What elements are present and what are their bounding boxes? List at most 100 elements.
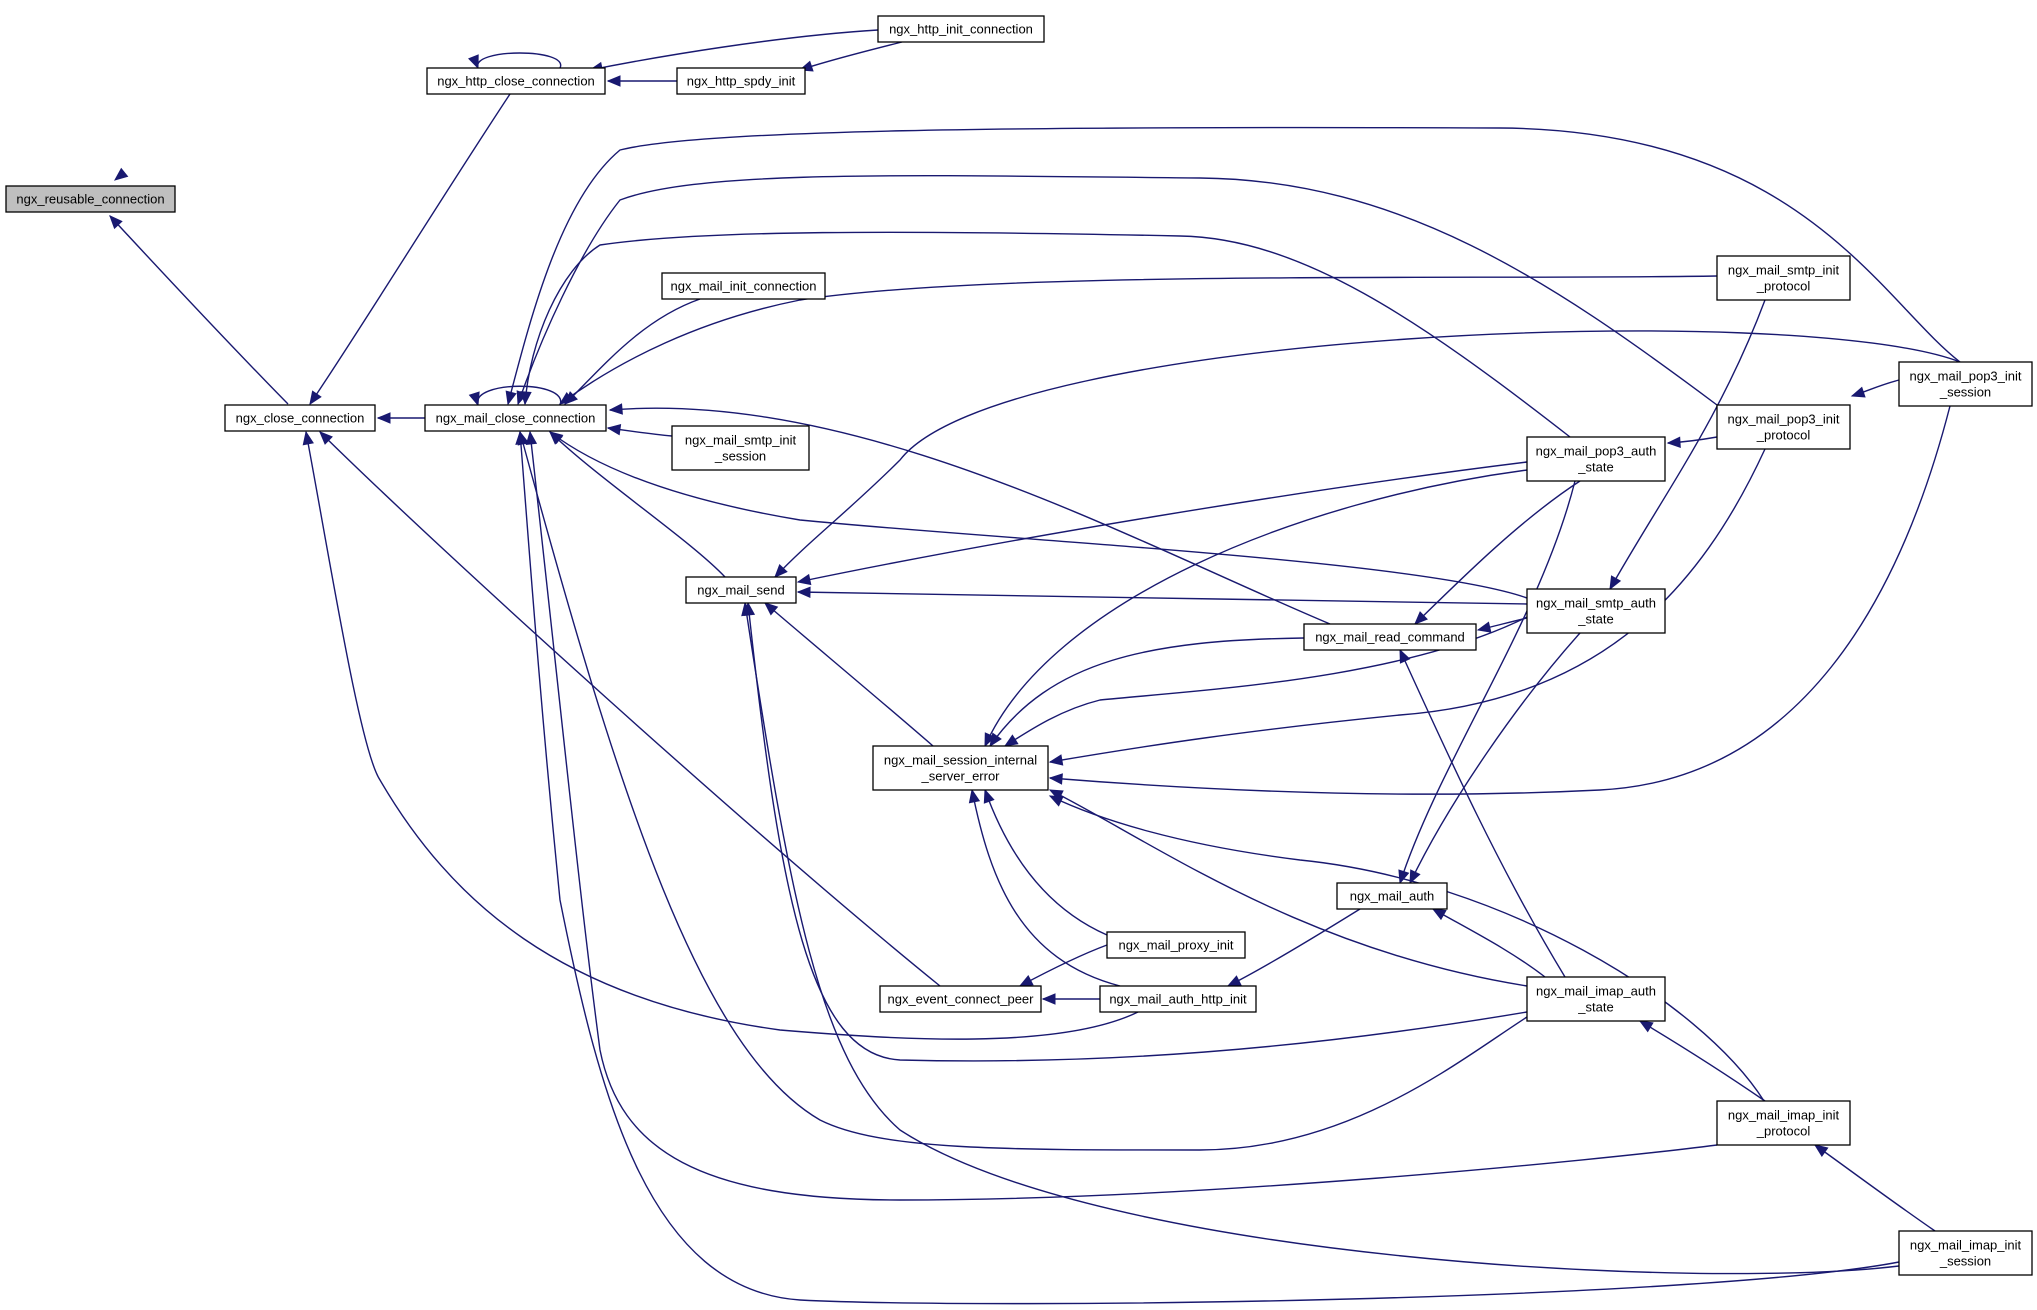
node-imap-auth[interactable]: ngx_mail_imap_auth_state [1526,976,1666,1022]
node-label: ngx_close_connection [236,411,365,426]
node-box [5,185,176,213]
node-http-init[interactable]: ngx_http_init_connection [877,15,1045,43]
node-smtp-init-proto[interactable]: ngx_mail_smtp_init_protocol [1716,255,1851,301]
node-label: ngx_mail_send [697,583,784,598]
edge-smtp_auth-to-mail_send [796,586,1528,605]
edge-imap_auth-to-mail_auth [1431,908,1546,978]
node-box [1526,436,1666,482]
arrowhead-icon [1048,789,1064,801]
node-label: ngx_mail_init_connection [671,279,817,294]
edge-mail_auth-to-auth_http_init [1226,908,1361,987]
node-auth-http-init[interactable]: ngx_mail_auth_http_init [1099,985,1257,1013]
edge-smtp_auth-to-mail_auth [1409,632,1581,885]
node-smtp-auth[interactable]: ngx_mail_smtp_auth_state [1526,588,1666,634]
node-session-error[interactable]: ngx_mail_session_internal_server_error [872,745,1049,791]
arrowhead-icon [1226,975,1242,987]
node-pop3-init-session[interactable]: ngx_mail_pop3_init_session [1898,361,2033,407]
node-label: _protocol [1756,1124,1811,1139]
arrowhead-icon [1398,869,1410,885]
edge-pop3_init_proto-to-pop3_auth [1666,436,1718,449]
node-label: ngx_mail_imap_init [1728,1108,1840,1123]
edge-http_init-to-reusable [113,167,129,181]
node-imap-init-session[interactable]: ngx_mail_imap_init_session [1898,1230,2033,1276]
edge-mail_close-to-mail_close [468,385,562,407]
arrowhead-icon [548,431,564,445]
arrowhead-icon [1003,734,1019,747]
arrowhead-icon [774,563,788,578]
node-event-connect[interactable]: ngx_event_connect_peer [879,985,1042,1013]
node-reusable[interactable]: ngx_reusable_connection [5,185,176,213]
edge-smtp_init_session-to-mail_close [606,423,673,437]
node-label: ngx_mail_pop3_init [1727,412,1839,427]
arrowhead-icon [764,602,779,616]
node-mail-close[interactable]: ngx_mail_close_connection [424,404,607,432]
node-label: _state [1577,612,1613,627]
node-mail-init-conn[interactable]: ngx_mail_init_connection [661,272,826,300]
node-label: ngx_http_close_connection [437,74,595,89]
edge-auth_http_init-to-session_error [968,788,1121,987]
node-pop3-init-proto[interactable]: ngx_mail_pop3_init_protocol [1716,404,1851,450]
arrowhead-icon [1048,773,1063,785]
arrowhead-icon [1476,621,1492,633]
edge-line [507,126,1961,405]
node-label: ngx_mail_auth_http_init [1109,992,1247,1007]
arrowhead-icon [468,54,479,70]
edge-line [1639,1020,1766,1102]
edge-close_conn-to-reusable [109,215,289,405]
edge-pop3_init_session-to-session_error [1048,405,1951,795]
node-imap-init-proto[interactable]: ngx_mail_imap_init_protocol [1716,1100,1851,1146]
edge-http_init-to-http_close [588,29,879,74]
edge-pop3_init_proto-to-session_error [1048,448,1766,766]
node-box [1526,588,1666,634]
edge-line [517,175,1718,406]
arrowhead-icon [525,430,538,446]
node-proxy-init[interactable]: ngx_mail_proxy_init [1106,931,1246,959]
edge-imap_init_session-to-mail_send [741,601,1900,1275]
edge-line [549,431,726,578]
edge-proxy_init-to-session_error [983,788,1108,936]
node-read-command[interactable]: ngx_mail_read_command [1303,623,1477,651]
arrowhead-icon [1409,869,1421,885]
node-pop3-auth[interactable]: ngx_mail_pop3_auth_state [1526,436,1666,482]
node-mail-send[interactable]: ngx_mail_send [685,576,797,604]
edge-line [1004,616,1528,747]
edge-imap_init_proto-to-mail_close [525,430,1718,1201]
node-spdy-init[interactable]: ngx_http_spdy_init [676,67,806,95]
edge-line [971,789,1121,987]
edge-read_command-to-session_error [989,637,1305,748]
arrowhead-icon [1813,1144,1829,1157]
edge-http_close-to-close_conn [309,93,511,406]
arrowhead-icon [1431,908,1447,921]
node-http-close[interactable]: ngx_http_close_connection [426,67,606,95]
edge-pop3_auth-to-mail_close [520,231,1571,438]
node-mail-auth[interactable]: ngx_mail_auth [1336,882,1448,910]
node-label: ngx_http_spdy_init [687,74,796,89]
edge-line [797,591,1528,605]
node-label: ngx_mail_smtp_init [1728,263,1840,278]
node-box [1898,361,2033,407]
edge-line [309,93,511,405]
edge-line [524,231,1571,438]
edge-line [477,52,562,69]
node-label: ngx_mail_smtp_auth [1536,596,1656,611]
node-close-conn[interactable]: ngx_close_connection [224,404,376,432]
edge-imap_auth-to-read_command [1399,648,1566,978]
edge-line [747,602,1528,1062]
arrowhead-icon [515,430,527,445]
node-smtp-init-session[interactable]: ngx_mail_smtp_init_session [671,425,810,471]
arrowhead-icon [1041,993,1056,1005]
arrowhead-icon [302,430,314,446]
edge-line [774,330,1961,578]
arrowhead-icon [796,573,812,586]
edge-line [1414,480,1581,625]
edge-pop3_auth-to-mail_auth [1398,480,1576,885]
edge-imap_init_proto-to-imap_auth [1638,1020,1766,1102]
arrowhead-icon [796,586,811,598]
edge-auth_http_init-to-event_connect [1041,993,1100,1005]
arrowhead-icon [113,167,129,181]
node-label: _session [1939,385,1991,400]
edge-pop3_auth-to-read_command [1414,480,1581,625]
edge-smtp_auth-to-read_command [1476,617,1528,633]
arrowhead-icon [1638,1020,1654,1033]
node-box [426,67,606,95]
